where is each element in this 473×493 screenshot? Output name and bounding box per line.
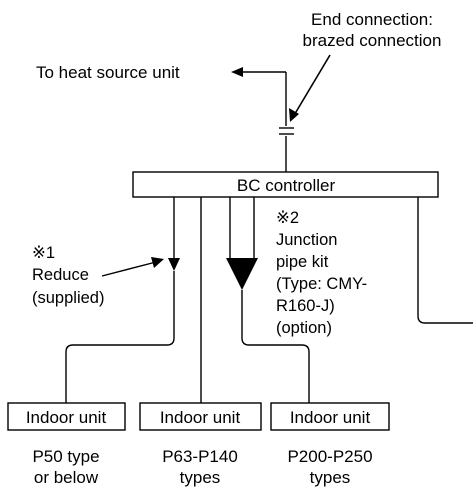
- branch-pipe-1-lower: [65, 271, 175, 403]
- heat-source-label: To heat source unit: [36, 63, 180, 82]
- indoor-unit-label-3: Indoor unit: [290, 408, 371, 427]
- branch-pipe-3-lower: [241, 290, 310, 403]
- indoor-unit-type-3-line2: types: [310, 468, 351, 487]
- end-connection-leader-line: [292, 54, 331, 118]
- indoor-unit-type-2-line1: P63-P140: [162, 447, 238, 466]
- note1-line2: (supplied): [32, 289, 104, 307]
- note2-line4: R160-J): [276, 297, 335, 315]
- branch-pipe-4: [417, 197, 473, 324]
- note1-line1: Reduce: [32, 266, 89, 284]
- indoor-unit-box-3: [270, 402, 390, 431]
- reducer-icon: [168, 258, 180, 271]
- indoor-unit-type-3-line1: P200-P250: [287, 447, 372, 466]
- note2-line1: Junction: [276, 231, 337, 249]
- indoor-unit-box-2: [139, 402, 262, 431]
- note1-leader-line: [101, 261, 157, 277]
- heat-source-arrowhead: [231, 67, 243, 77]
- junction-pipe-kit-icon: [226, 258, 258, 290]
- end-connection-label-line2: brazed connection: [303, 31, 442, 50]
- indoor-unit-type-1-line2: or below: [34, 468, 99, 487]
- indoor-unit-type-2-line2: types: [180, 468, 221, 487]
- indoor-unit-label-2: Indoor unit: [160, 408, 241, 427]
- note2-line2: pipe kit: [276, 253, 329, 271]
- note1-arrowhead: [151, 257, 164, 268]
- note1-mark: ※1: [32, 244, 55, 262]
- note2-mark: ※2: [276, 209, 299, 227]
- indoor-unit-type-1-line1: P50 type: [32, 447, 99, 466]
- note2-line3: (Type: CMY-: [276, 275, 367, 293]
- end-connection-arrowhead: [289, 108, 299, 122]
- indoor-unit-box-1: [7, 402, 126, 431]
- bc-controller-label: BC controller: [237, 176, 336, 195]
- indoor-unit-label-1: Indoor unit: [26, 408, 107, 427]
- bc-controller-box: [132, 171, 439, 198]
- note2-line5: (option): [276, 319, 332, 337]
- end-connection-label-line1: End connection:: [311, 10, 433, 29]
